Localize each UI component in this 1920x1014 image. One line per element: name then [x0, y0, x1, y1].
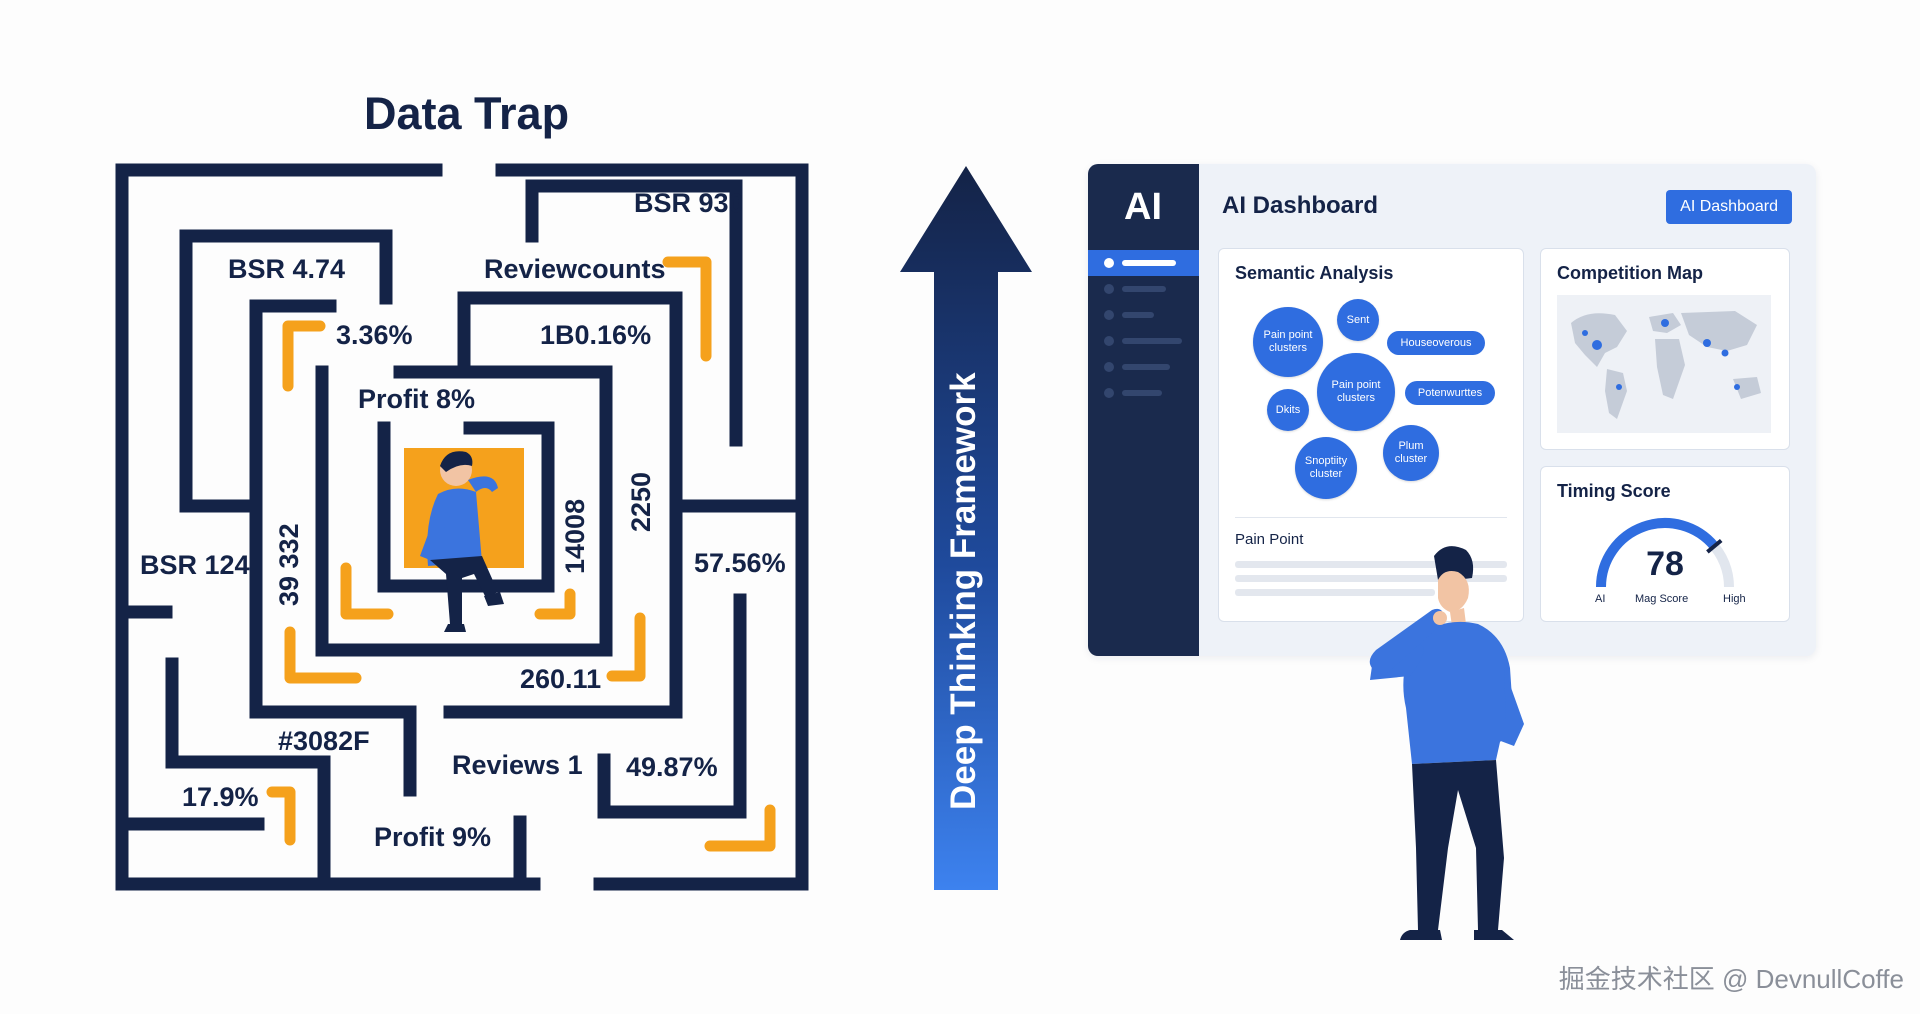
maze-label-reviewcounts: Reviewcounts	[484, 254, 666, 284]
maze-label-num-26011: 260.11	[520, 664, 602, 694]
dashboard-title: AI Dashboard	[1222, 192, 1379, 219]
pain-point-bar	[1235, 589, 1435, 596]
semantic-bubble[interactable]: Dkits	[1267, 389, 1309, 431]
maze-label-profit-8: Profit 8%	[358, 384, 476, 414]
semantic-bubble[interactable]: Plum cluster	[1383, 425, 1439, 481]
semantic-bubble[interactable]: Sent	[1337, 299, 1379, 341]
up-arrow	[900, 166, 1032, 890]
arrow-label: Deep Thinking Framework	[944, 372, 983, 810]
orange-bracket	[282, 320, 326, 392]
competition-map-panel: Competition Map	[1540, 248, 1790, 450]
maze-wall	[115, 593, 747, 891]
gauge-label-center: Mag Score	[1635, 593, 1689, 605]
maze-label-bsr-474: BSR 4.74	[228, 254, 346, 284]
sidebar-item-bar	[1122, 260, 1176, 266]
dashboard-logo: AI	[1124, 186, 1162, 228]
orange-bracket	[606, 612, 646, 682]
sidebar-dot-icon	[1104, 362, 1114, 372]
sidebar-item-bar[interactable]	[1122, 338, 1182, 344]
watermark: 掘金技术社区 @ DevnullCoffe	[1558, 964, 1904, 994]
dashboard-sidebar: AI	[1088, 164, 1199, 656]
maze-label-pct-18016: 1B0.16%	[540, 320, 652, 350]
world-map-icon	[1557, 295, 1771, 433]
sidebar-item-bar[interactable]	[1122, 390, 1162, 396]
maze-label-hex-3082f: #3082F	[278, 726, 370, 756]
semantic-pill[interactable]: Houseoverous	[1387, 331, 1485, 355]
semantic-bubble[interactable]: Pain point clusters	[1317, 353, 1395, 431]
sidebar-item-bar[interactable]	[1122, 364, 1170, 370]
sidebar-item-bar[interactable]	[1122, 286, 1166, 292]
semantic-analysis-title: Semantic Analysis	[1235, 263, 1394, 283]
orange-bracket	[284, 626, 362, 684]
orange-bracket	[534, 588, 576, 620]
maze-label-num-2250: 2250	[626, 471, 656, 532]
orange-bracket	[662, 256, 712, 362]
pain-point-bar	[1235, 575, 1507, 582]
panel-divider	[1235, 517, 1507, 518]
maze-label-pct-4987: 49.87%	[626, 752, 718, 782]
timing-score-gauge	[1596, 518, 1734, 588]
thinking-person-icon	[1369, 546, 1524, 940]
maze-wall	[115, 163, 809, 891]
sidebar-dot-icon	[1104, 284, 1114, 294]
orange-bracket	[340, 562, 394, 620]
sidebar-dot-icon	[1104, 336, 1114, 346]
maze-label-pct-5756: 57.56%	[694, 548, 786, 578]
maze-label-pct-179: 17.9%	[182, 782, 259, 812]
maze-wall	[179, 179, 809, 513]
orange-bracket	[266, 786, 296, 846]
orange-bracket	[704, 804, 776, 852]
semantic-bubble[interactable]: Snoptiity cluster	[1295, 437, 1357, 499]
semantic-bubble[interactable]: Pain point clusters	[1253, 307, 1323, 377]
maze-label-reviews-1: Reviews 1	[452, 750, 583, 780]
gauge-label-right: High	[1723, 593, 1746, 605]
timing-score-title: Timing Score	[1557, 481, 1671, 501]
sidebar-dot-icon	[1104, 310, 1114, 320]
ai-dashboard-button[interactable]: AI Dashboard	[1666, 190, 1792, 224]
sidebar-item-bar[interactable]	[1122, 312, 1154, 318]
maze-wall	[249, 291, 683, 719]
maze-wall	[377, 421, 555, 593]
maze-label-bsr-124: BSR 124	[140, 550, 250, 580]
maze-label-num-14008: 14008	[560, 498, 590, 574]
maze-wall	[315, 365, 613, 657]
gauge-label-left: AI	[1595, 593, 1606, 605]
maze-label-pct-336: 3.36%	[336, 320, 413, 350]
trapped-person-icon	[420, 451, 504, 632]
maze-label-bsr-930: BSR 930	[634, 188, 744, 218]
sidebar-dot-icon	[1104, 258, 1114, 268]
pain-point-title: Pain Point	[1235, 531, 1304, 548]
timing-score-value: 78	[1646, 545, 1684, 583]
timing-score-panel: Timing Score 78 AI Mag Score High	[1540, 466, 1790, 622]
maze-label-num-39332: 39 332	[274, 523, 304, 606]
semantic-analysis-panel: Semantic Analysis Pain point clusters Se…	[1218, 248, 1524, 622]
pain-point-bar	[1235, 561, 1507, 568]
maze-title: Data Trap	[364, 88, 570, 139]
maze-label-profit-9: Profit 9%	[374, 822, 492, 852]
sidebar-dot-icon	[1104, 388, 1114, 398]
competition-map-title: Competition Map	[1557, 263, 1703, 283]
semantic-pill[interactable]: Potenwurttes	[1405, 381, 1495, 405]
ai-dashboard-card: AI AI Dashboard AI Dashboard Semantic An…	[1088, 164, 1816, 656]
